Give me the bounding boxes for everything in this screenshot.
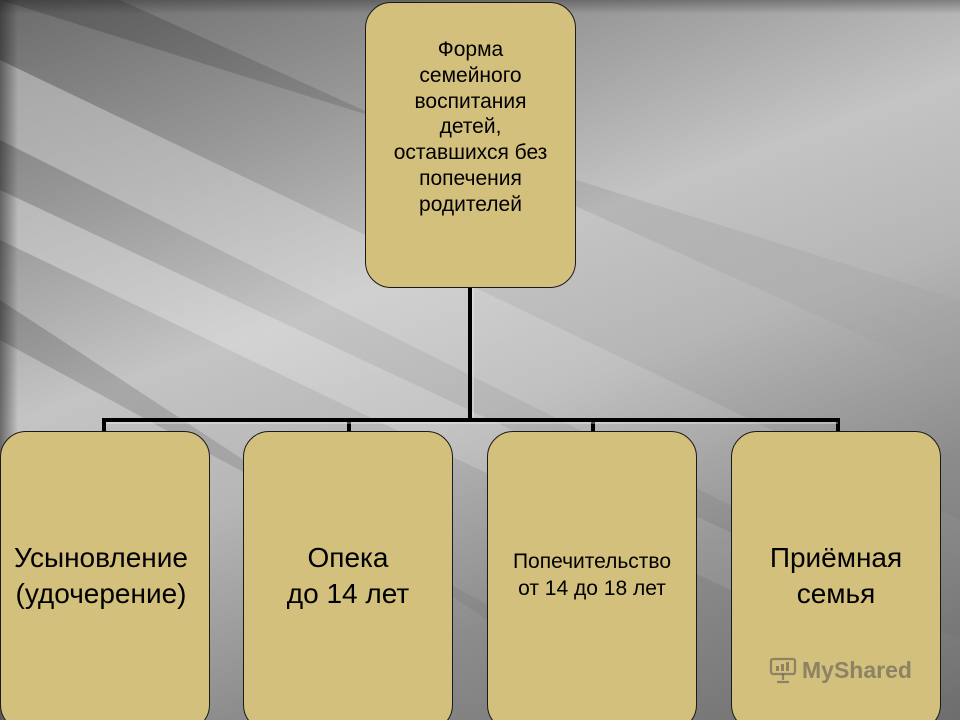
child-node-adoption: Усыновление (удочерение) — [0, 431, 210, 720]
child-node-foster-family: Приёмная семья — [731, 431, 941, 720]
child-node-trusteeship: Попечительство от 14 до 18 лет — [487, 431, 697, 720]
presentation-board-icon — [769, 657, 797, 684]
root-node: Форма семейного воспитания детей, оставш… — [365, 2, 576, 288]
child-node-label: Усыновление (удочерение) — [14, 542, 188, 610]
watermark-text: MyShared — [802, 656, 912, 683]
child-node-label: Опека до 14 лет — [286, 542, 410, 610]
child-node-label: Попечительство от 14 до 18 лет — [512, 550, 672, 601]
child-node-label: Приёмная семья — [769, 542, 903, 610]
child-node-guardianship: Опека до 14 лет — [243, 431, 453, 720]
watermark: MyShared — [768, 655, 912, 685]
root-node-label: Форма семейного воспитания детей, оставш… — [393, 38, 548, 216]
